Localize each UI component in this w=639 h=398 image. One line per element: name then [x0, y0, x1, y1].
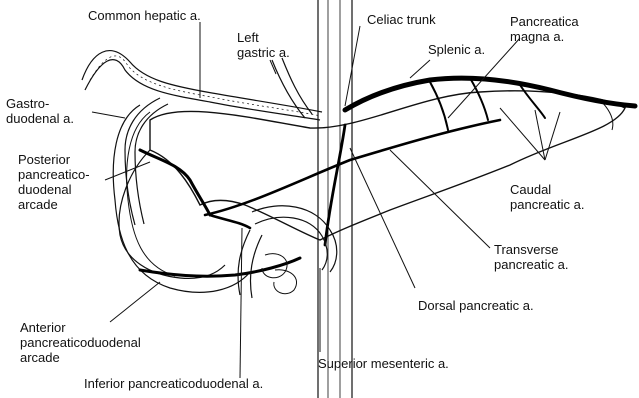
- left-gastric-line-2: gastric a.: [237, 45, 290, 60]
- anterior-arcade-line-2: pancreaticoduodenal: [20, 335, 141, 350]
- gastroduodenal-artery: [125, 98, 168, 225]
- gastroduodenal-line-2: duodenal a.: [6, 111, 74, 126]
- common-hepatic-label: Common hepatic a.: [88, 8, 201, 23]
- label-caudal-pancreatic: Caudal pancreatic a.: [510, 182, 584, 212]
- splenic-label: Splenic a.: [428, 42, 485, 57]
- splenic-artery: [345, 78, 635, 110]
- pancreatica-magna-line-1: Pancreatica: [510, 14, 579, 29]
- label-anterior-arcade: Anterior pancreaticoduodenal arcade: [20, 320, 141, 365]
- posterior-arcade-line-2: pancreatico-: [18, 167, 90, 182]
- gastroduodenal-line-1: Gastro-: [6, 96, 74, 111]
- label-transverse-pancreatic: Transverse pancreatic a.: [494, 242, 568, 272]
- posterior-arcade: [140, 150, 250, 228]
- transverse-pancreatic-line-2: pancreatic a.: [494, 257, 568, 272]
- label-superior-mesenteric: Superior mesenteric a.: [318, 356, 449, 371]
- posterior-arcade-line-4: arcade: [18, 197, 90, 212]
- posterior-arcade-line-3: duodenal: [18, 182, 90, 197]
- anterior-arcade: [140, 258, 300, 276]
- inferior-pancreaticoduodenal-label: Inferior pancreaticoduodenal a.: [84, 376, 263, 391]
- label-splenic: Splenic a.: [428, 42, 485, 57]
- posterior-arcade-line-1: Posterior: [18, 152, 90, 167]
- common-hepatic-artery: [82, 51, 322, 120]
- duodenum: [113, 105, 250, 292]
- aorta: [318, 0, 352, 398]
- label-pancreatica-magna: Pancreatica magna a.: [510, 14, 579, 44]
- caudal-pancreatic-line-1: Caudal: [510, 182, 584, 197]
- superior-mesenteric-label: Superior mesenteric a.: [318, 356, 449, 371]
- anterior-arcade-line-1: Anterior: [20, 320, 141, 335]
- label-common-hepatic: Common hepatic a.: [88, 8, 201, 23]
- transverse-pancreatic-line-1: Transverse: [494, 242, 568, 257]
- small-vessel-loops: [262, 254, 297, 294]
- caudal-pancreatic-line-2: pancreatic a.: [510, 197, 584, 212]
- label-posterior-arcade: Posterior pancreatico- duodenal arcade: [18, 152, 90, 212]
- label-inferior-pancreaticoduodenal: Inferior pancreaticoduodenal a.: [84, 376, 263, 391]
- superior-mesenteric-artery: [238, 206, 337, 298]
- label-celiac-trunk: Celiac trunk: [367, 12, 436, 27]
- label-left-gastric: Left gastric a.: [237, 30, 290, 60]
- label-gastroduodenal: Gastro- duodenal a.: [6, 96, 74, 126]
- pancreatica-magna-line-2: magna a.: [510, 29, 579, 44]
- label-dorsal-pancreatic: Dorsal pancreatic a.: [418, 298, 534, 313]
- pointer-lines: [92, 22, 560, 378]
- dorsal-pancreatic-label: Dorsal pancreatic a.: [418, 298, 534, 313]
- left-gastric-line-1: Left: [237, 30, 290, 45]
- celiac-trunk-label: Celiac trunk: [367, 12, 436, 27]
- anterior-arcade-line-3: arcade: [20, 350, 141, 365]
